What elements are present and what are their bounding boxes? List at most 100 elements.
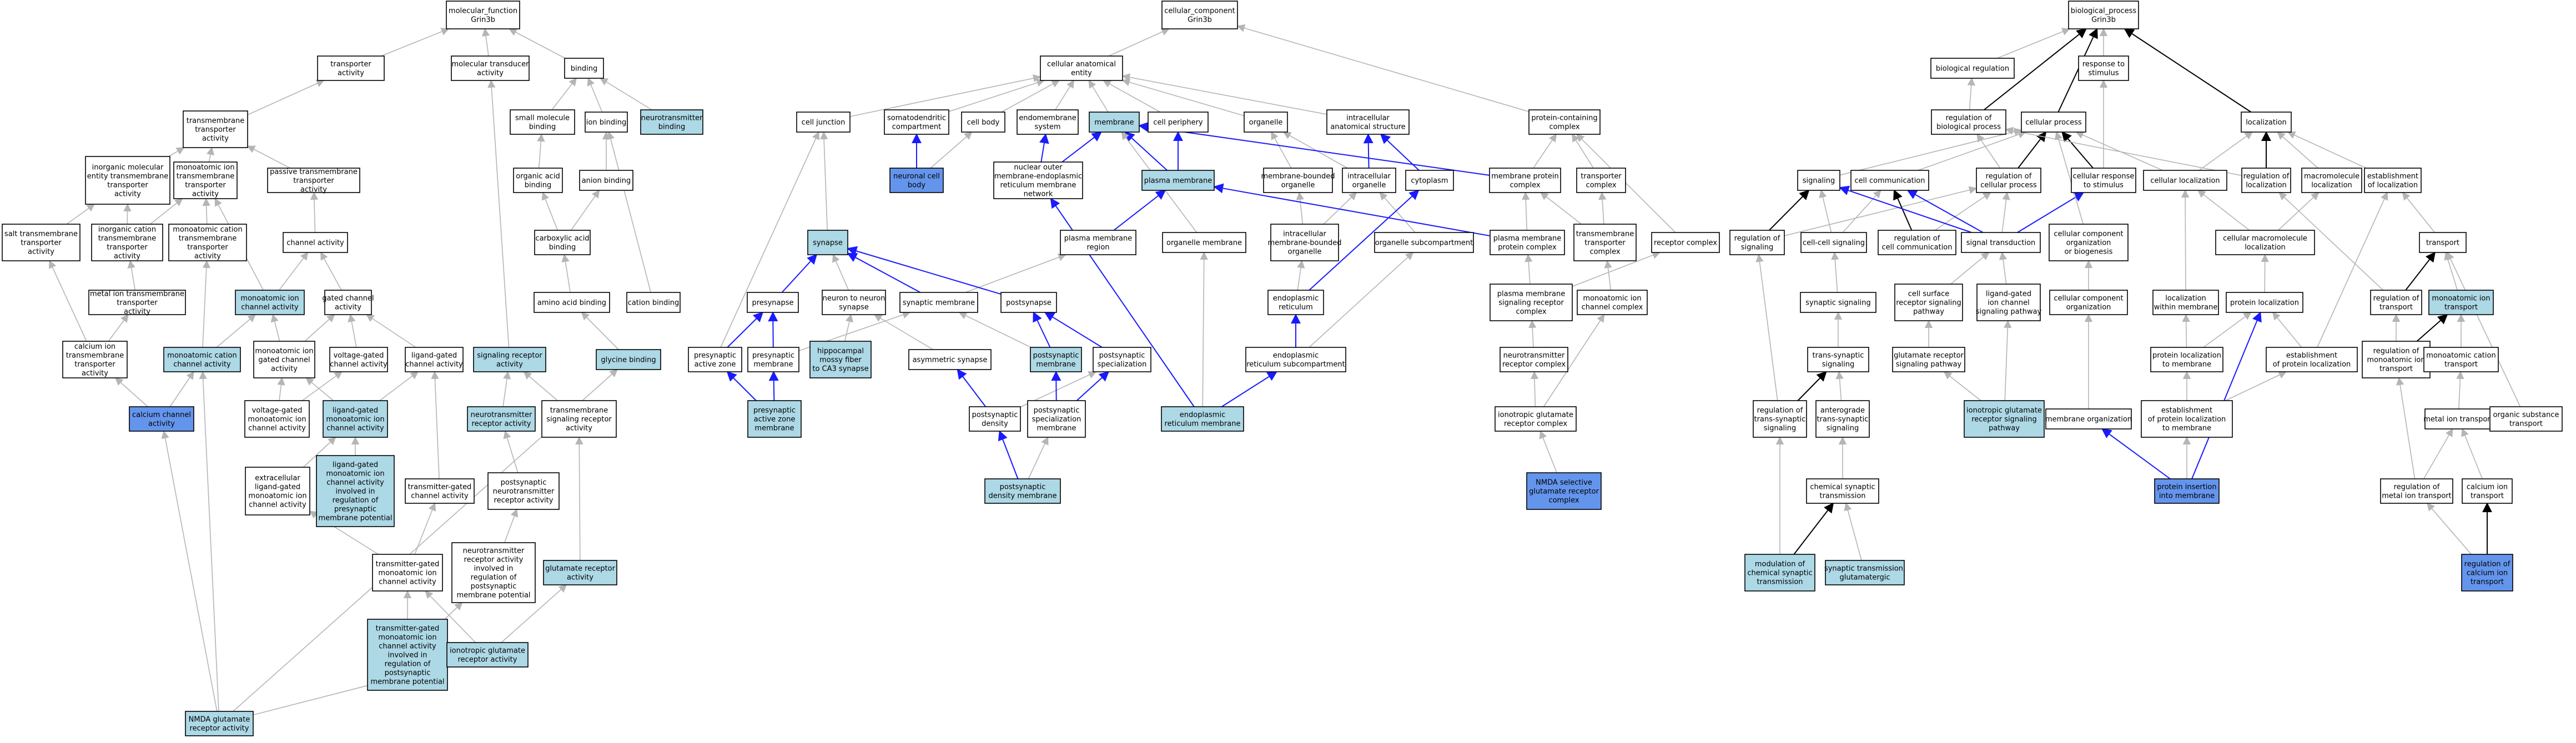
go-term-cell-body[interactable]: cell body: [961, 112, 1005, 133]
go-term-calcium-ion-tm[interactable]: calcium iontransmembranetransporteractiv…: [62, 341, 128, 378]
go-term-metal-ion-transport[interactable]: metal ion transport: [2423, 408, 2493, 429]
go-term-organelle-subcompartment[interactable]: organelle subcompartment: [1374, 232, 1474, 253]
go-term-membrane-organization[interactable]: membrane organization: [2045, 408, 2132, 429]
go-term-glycine-binding[interactable]: glycine binding: [596, 349, 661, 370]
go-term-synaptic-transmission-glutamatergic[interactable]: synaptic transmission,glutamatergic: [1824, 560, 1905, 585]
go-term-metal-ion-tm[interactable]: metal ion transmembranetransporteractivi…: [88, 290, 186, 316]
go-term-anion-binding[interactable]: anion binding: [579, 170, 633, 191]
go-term-cell-communication[interactable]: cell communication: [1850, 170, 1929, 191]
go-term-cell-junction[interactable]: cell junction: [796, 112, 851, 133]
go-term-asymmetric-synapse[interactable]: asymmetric synapse: [908, 349, 992, 370]
go-term-signal-transduction[interactable]: signal transduction: [1961, 232, 2041, 253]
go-term-signaling[interactable]: signaling: [1797, 170, 1840, 191]
go-term-cell-periphery[interactable]: cell periphery: [1148, 112, 1209, 133]
go-term-cellular-localization[interactable]: cellular localization: [2143, 170, 2227, 191]
go-term-channel-activity[interactable]: channel activity: [283, 232, 348, 253]
go-term-amino-acid-binding[interactable]: amino acid binding: [534, 292, 610, 313]
go-term-plasma-membrane[interactable]: plasma membrane: [1141, 170, 1215, 191]
go-term-synapse[interactable]: synapse: [807, 230, 848, 255]
go-term-cellular-process[interactable]: cellular process: [2021, 112, 2086, 133]
go-term-presynapse[interactable]: presynapse: [747, 292, 799, 313]
go-term-monoatomic-ion-tm[interactable]: monoatomic iontransmembranetransporterac…: [173, 161, 238, 199]
go-term-postsynapse[interactable]: postsynapse: [1000, 292, 1057, 313]
go-term-inorg-cation-tm[interactable]: inorganic cationtransmembranetransporter…: [91, 224, 163, 261]
go-term-organelle-membrane[interactable]: organelle membrane: [1162, 232, 1246, 253]
go-term-binding[interactable]: binding: [564, 58, 604, 79]
go-term-cytoplasm[interactable]: cytoplasm: [1405, 170, 1454, 191]
go-term-synaptic-membrane[interactable]: synaptic membrane: [899, 292, 978, 313]
go-term-cation-binding[interactable]: cation binding: [626, 292, 681, 313]
go-term-transport[interactable]: transport: [2419, 232, 2467, 253]
go-term-cell-cell-signaling[interactable]: cell-cell signaling: [1800, 232, 1867, 253]
